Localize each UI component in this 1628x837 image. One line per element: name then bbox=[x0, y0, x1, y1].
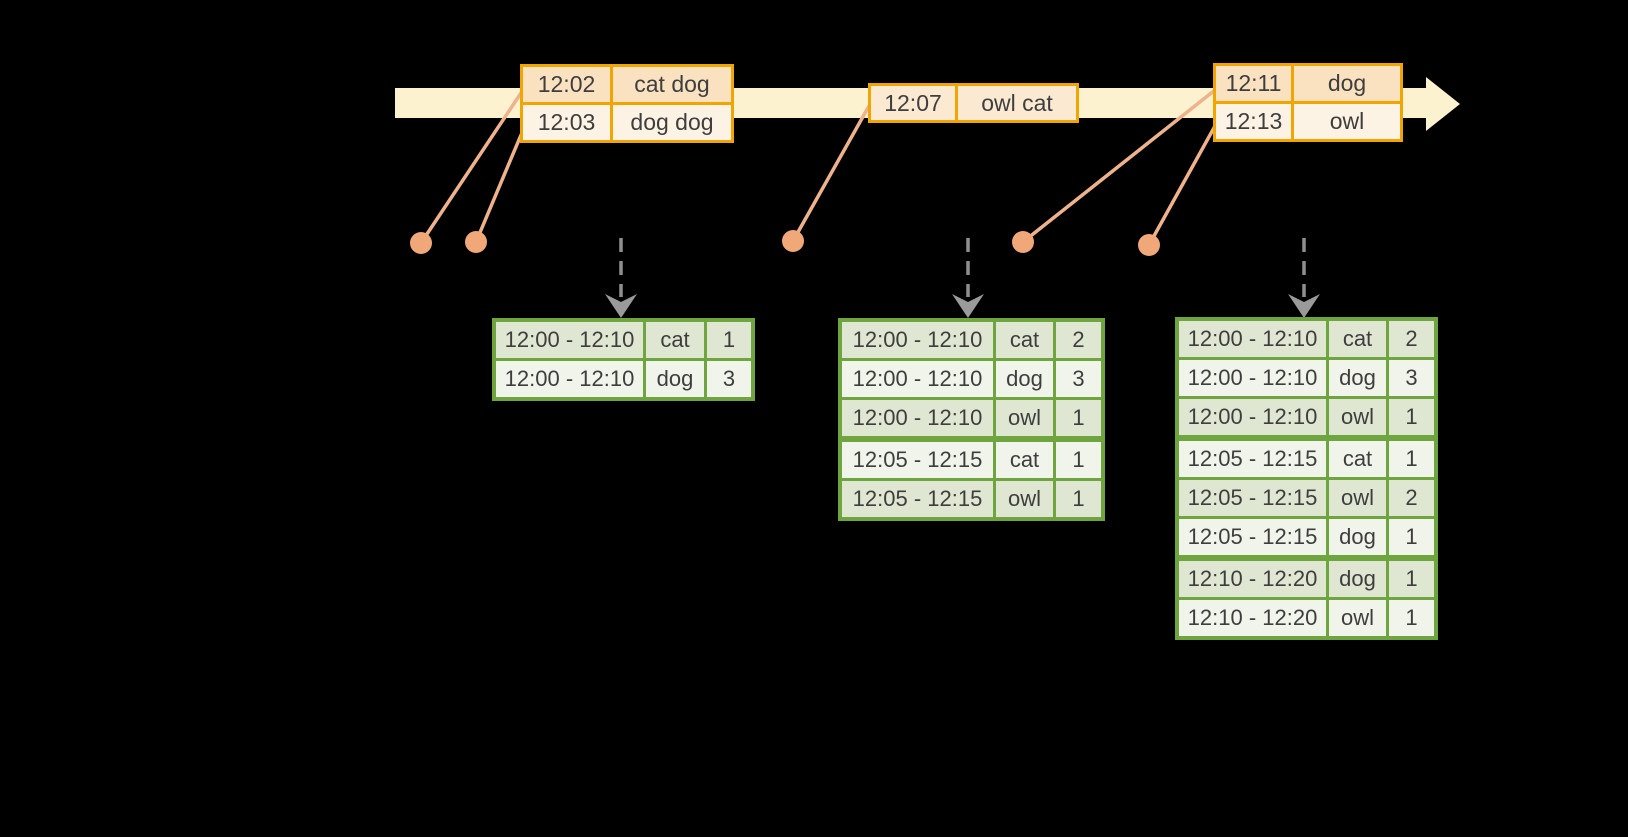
result-word-cell: cat bbox=[1329, 321, 1386, 357]
result-window-cell: 12:00 - 12:10 bbox=[496, 322, 643, 358]
trigger-arrowhead-icon bbox=[952, 294, 984, 318]
result-window-cell: 12:05 - 12:15 bbox=[1179, 480, 1326, 516]
event-time-cell: 12:07 bbox=[871, 86, 955, 120]
result-count-cell: 1 bbox=[1056, 442, 1101, 478]
event-time-cell: 12:02 bbox=[523, 67, 610, 102]
result-word-cell: cat bbox=[996, 322, 1053, 358]
timeline-arrowhead-icon bbox=[1426, 77, 1460, 131]
result-word-cell: dog bbox=[1329, 360, 1386, 396]
result-window-cell: 12:05 - 12:15 bbox=[842, 442, 993, 478]
trigger-arrowhead-icon bbox=[605, 294, 637, 318]
result-count-cell: 2 bbox=[1389, 321, 1434, 357]
event-marker-dot bbox=[1012, 231, 1034, 253]
event-words-cell: dog dog bbox=[613, 105, 731, 140]
result-count-cell: 1 bbox=[1389, 519, 1434, 555]
event-time-cell: 12:03 bbox=[523, 105, 610, 140]
trigger-arrowhead-icon bbox=[1288, 294, 1320, 318]
result-count-cell: 3 bbox=[1389, 360, 1434, 396]
event-marker-dot bbox=[782, 230, 804, 252]
result-count-cell: 3 bbox=[1056, 361, 1101, 397]
result-window-cell: 12:00 - 12:10 bbox=[1179, 360, 1326, 396]
result-word-cell: dog bbox=[996, 361, 1053, 397]
result-word-cell: dog bbox=[1329, 519, 1386, 555]
result-window-cell: 12:00 - 12:10 bbox=[842, 361, 993, 397]
result-word-cell: cat bbox=[1329, 441, 1386, 477]
result-word-cell: cat bbox=[996, 442, 1053, 478]
result-count-cell: 3 bbox=[707, 361, 751, 397]
result-word-cell: owl bbox=[996, 400, 1053, 436]
result-word-cell: owl bbox=[1329, 399, 1386, 435]
result-window-cell: 12:05 - 12:15 bbox=[1179, 519, 1326, 555]
result-word-cell: dog bbox=[1329, 561, 1386, 597]
event-connector-line bbox=[791, 104, 871, 243]
result-window-cell: 12:00 - 12:10 bbox=[496, 361, 643, 397]
event-words-cell: dog bbox=[1294, 66, 1400, 101]
result-count-cell: 1 bbox=[707, 322, 751, 358]
event-words-cell: owl cat bbox=[958, 86, 1076, 120]
result-count-cell: 1 bbox=[1056, 400, 1101, 436]
event-time-cell: 12:13 bbox=[1216, 104, 1291, 139]
result-word-cell: owl bbox=[1329, 600, 1386, 636]
event-connector-line bbox=[419, 91, 523, 245]
result-count-cell: 1 bbox=[1056, 481, 1101, 517]
result-window-cell: 12:05 - 12:15 bbox=[842, 481, 993, 517]
event-marker-dot bbox=[465, 231, 487, 253]
event-words-cell: cat dog bbox=[613, 67, 731, 102]
result-window-cell: 12:00 - 12:10 bbox=[842, 322, 993, 358]
event-marker-dot bbox=[1138, 234, 1160, 256]
result-window-cell: 12:00 - 12:10 bbox=[842, 400, 993, 436]
result-window-cell: 12:10 - 12:20 bbox=[1179, 561, 1326, 597]
result-word-cell: owl bbox=[996, 481, 1053, 517]
result-window-cell: 12:10 - 12:20 bbox=[1179, 600, 1326, 636]
result-window-cell: 12:00 - 12:10 bbox=[1179, 321, 1326, 357]
event-connector-line bbox=[1147, 124, 1217, 247]
event-connector-line bbox=[1021, 88, 1217, 244]
event-marker-dot bbox=[410, 232, 432, 254]
result-word-cell: owl bbox=[1329, 480, 1386, 516]
result-window-cell: 12:05 - 12:15 bbox=[1179, 441, 1326, 477]
event-words-cell: owl bbox=[1294, 104, 1400, 139]
event-time-cell: 12:11 bbox=[1216, 66, 1291, 101]
result-count-cell: 1 bbox=[1389, 441, 1434, 477]
result-count-cell: 1 bbox=[1389, 600, 1434, 636]
result-count-cell: 2 bbox=[1389, 480, 1434, 516]
result-count-cell: 1 bbox=[1389, 399, 1434, 435]
result-word-cell: cat bbox=[646, 322, 704, 358]
result-count-cell: 1 bbox=[1389, 561, 1434, 597]
result-window-cell: 12:00 - 12:10 bbox=[1179, 399, 1326, 435]
event-connector-line bbox=[474, 133, 523, 244]
result-word-cell: dog bbox=[646, 361, 704, 397]
result-count-cell: 2 bbox=[1056, 322, 1101, 358]
